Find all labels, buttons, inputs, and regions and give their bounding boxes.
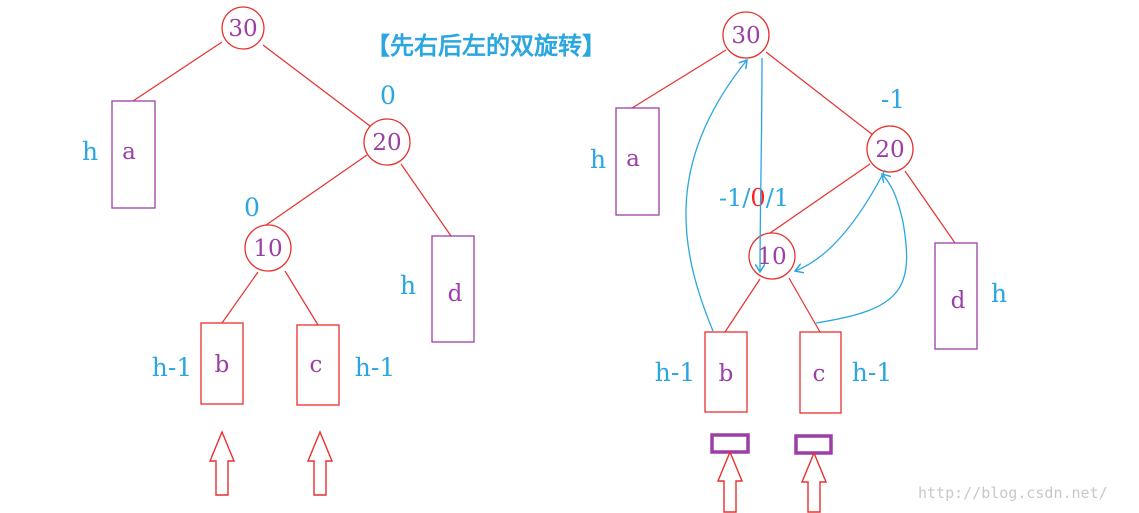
subtree-c-r-label: c xyxy=(813,361,826,387)
node-30-r-label: 30 xyxy=(731,23,760,49)
node-20-r-balance: -1 xyxy=(881,85,905,114)
rotation-arrow-c-to-20 xyxy=(815,174,908,324)
diagram-title: 【先右后左的双旋转】 xyxy=(366,32,606,60)
edge-20-10 xyxy=(255,154,368,233)
edge-30-20 xyxy=(262,44,371,127)
subtree-d-r xyxy=(934,242,978,350)
node-10 xyxy=(244,224,292,272)
node-20-r-label: 20 xyxy=(875,137,904,163)
edge-10-c xyxy=(284,270,319,326)
edge-20-d-r xyxy=(904,170,956,244)
insert-arrow-b-r xyxy=(716,450,744,513)
subtree-b xyxy=(200,322,244,405)
subtree-d-height: h xyxy=(400,271,416,300)
watermark: http://blog.csdn.net/ xyxy=(918,484,1108,502)
edge-30-a-r xyxy=(631,49,727,109)
insert-arrow-b xyxy=(208,430,236,496)
edge-10-c-r xyxy=(788,277,821,333)
balance-part-zero: 0 xyxy=(750,184,765,212)
rotation-arrow-b-to-30 xyxy=(685,60,747,332)
subtree-d xyxy=(431,235,475,343)
subtree-a-label: a xyxy=(122,139,136,165)
subtree-c-label: c xyxy=(310,352,323,378)
edge-10-b xyxy=(221,271,259,324)
node-30 xyxy=(221,6,265,50)
subtree-c-height: h-1 xyxy=(355,353,395,382)
edge-30-a xyxy=(132,41,223,102)
subtree-d-label: d xyxy=(448,281,463,307)
edge-20-d xyxy=(400,163,452,237)
subtree-d-r-label: d xyxy=(951,288,966,314)
node-20-label: 20 xyxy=(372,130,401,156)
subtree-a-r-height: h xyxy=(590,145,606,174)
subtree-b-label: b xyxy=(215,352,230,378)
rotation-arrow-30-to-10 xyxy=(760,57,762,272)
node-10-balance: 0 xyxy=(244,193,260,222)
subtree-b-r-height: h-1 xyxy=(655,358,695,387)
rotation-arrow-20-to-10 xyxy=(795,169,886,271)
right-tree: 30 20 -1 10 -1/0/1 a h d h b h-1 c h-1 xyxy=(590,11,1007,513)
balance-part-minus-one: -1/ xyxy=(719,184,751,212)
subtree-c xyxy=(296,324,340,406)
new-node-marker-b xyxy=(710,433,750,454)
subtree-b-height: h-1 xyxy=(152,353,192,382)
node-30-label: 30 xyxy=(228,16,257,42)
subtree-d-r-height: h xyxy=(991,279,1007,308)
node-10-label: 10 xyxy=(253,236,282,262)
subtree-c-r xyxy=(799,331,842,414)
subtree-b-r-label: b xyxy=(719,361,734,387)
new-node-marker-c xyxy=(794,434,833,455)
insert-arrow-c xyxy=(306,430,334,496)
edge-30-20-r xyxy=(765,51,874,136)
node-20 xyxy=(363,118,411,166)
subtree-b-r xyxy=(704,331,748,413)
node-10-r-label: 10 xyxy=(757,244,786,270)
edge-10-b-r xyxy=(724,278,761,333)
subtree-a-r-label: a xyxy=(626,146,640,172)
subtree-a-r xyxy=(615,107,660,216)
left-tree: 30 20 0 10 0 a h d h b h-1 c h-1 xyxy=(82,6,475,496)
subtree-a-height: h xyxy=(82,137,98,166)
node-10-r-balance: -1/0/1 xyxy=(719,184,789,212)
node-30-r xyxy=(722,11,770,59)
insert-arrow-c-r xyxy=(800,451,828,513)
node-20-r xyxy=(866,125,914,173)
subtree-c-r-height: h-1 xyxy=(852,358,892,387)
edge-20-10-r xyxy=(759,163,871,241)
balance-part-one: /1 xyxy=(766,184,789,212)
subtree-a xyxy=(111,100,156,209)
node-20-balance: 0 xyxy=(380,81,396,110)
